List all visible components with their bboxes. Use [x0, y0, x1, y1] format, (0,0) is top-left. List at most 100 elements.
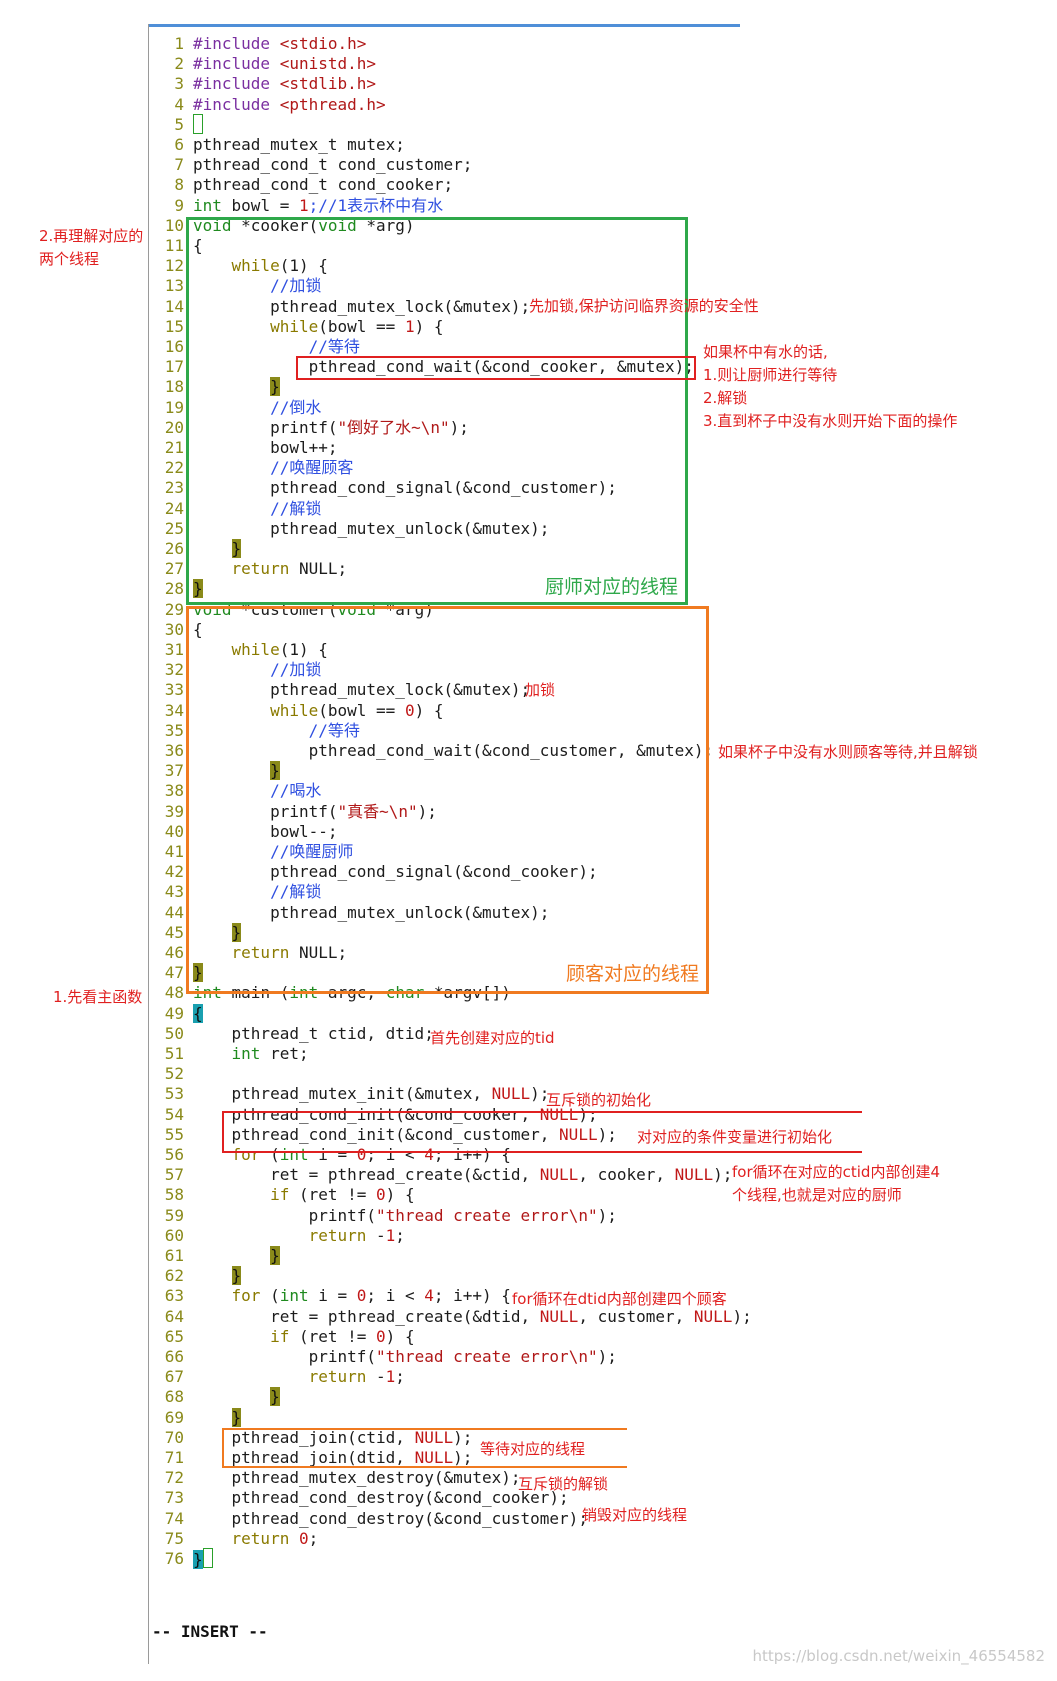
editor-left-border: [148, 24, 149, 1664]
code-text: ret = pthread_create(&ctid, NULL, cooker…: [193, 1164, 732, 1185]
code-token: if: [270, 1185, 290, 1205]
code-token: [193, 1185, 270, 1204]
code-text: if (ret != 0) {: [193, 1184, 415, 1205]
code-text: if (ret != 0) {: [193, 1326, 415, 1347]
code-token: 1: [385, 1367, 396, 1387]
line-number: 73: [164, 1488, 184, 1508]
code-token: ret;: [260, 1044, 309, 1063]
code-token: ) {: [385, 1326, 415, 1346]
line-number: 2: [174, 54, 184, 74]
code-token: while: [231, 256, 280, 276]
line-number: 23: [164, 478, 184, 498]
line-number: 24: [164, 498, 184, 518]
code-text: printf("thread create error\n");: [193, 1346, 617, 1367]
code-text: return NULL;: [193, 558, 348, 579]
code-text: }: [193, 1407, 242, 1428]
code-token: while: [231, 640, 280, 659]
line-number: 12: [164, 256, 184, 276]
code-text: //喝水: [193, 780, 321, 801]
code-token: ; i++) {: [433, 1286, 511, 1306]
code-token: //喝水: [193, 781, 322, 801]
code-text: //唤醒厨师: [193, 841, 353, 862]
note-customer-wait: 如果杯子中没有水则顾客等待,并且解锁: [718, 743, 978, 761]
note-cooker-wait-4: 3.直到杯子中没有水则开始下面的操作: [703, 412, 958, 430]
code-token: #include: [193, 34, 280, 53]
code-token: bowl++;: [193, 438, 338, 457]
line-number: 17: [164, 357, 184, 377]
line-number: 45: [164, 922, 184, 942]
line-number: 1: [174, 34, 184, 53]
code-text: {: [193, 1003, 203, 1024]
code-token: }: [231, 1407, 242, 1427]
code-token: [193, 1367, 309, 1386]
code-text: printf("thread create error\n");: [193, 1205, 617, 1226]
code-text: printf("真香~\n");: [193, 801, 437, 822]
line-number: 20: [164, 417, 184, 437]
line-number: 36: [164, 741, 184, 760]
code-text: pthread_cond_init(&cond_customer, NULL);: [193, 1124, 617, 1145]
code-token: pthread_t ctid, dtid;: [193, 1023, 434, 1043]
code-token: pthread_join(ctid,: [193, 1427, 415, 1447]
code-text: bowl++;: [193, 437, 338, 458]
cooker-thread-label: 厨师对应的线程: [545, 576, 679, 598]
code-text: #include <stdio.h>: [193, 33, 366, 54]
line-number: 40: [164, 821, 184, 841]
line-number: 18: [164, 377, 184, 397]
code-token: if: [270, 1326, 290, 1346]
note-for-cooker-2: 个线程,也就是对应的厨师: [732, 1186, 902, 1204]
code-token: void: [318, 215, 357, 235]
code-text: //解锁: [193, 881, 321, 902]
line-number: 33: [164, 680, 184, 700]
note-cooker-wait-3: 2.解锁: [703, 389, 748, 407]
code-text: pthread_join(dtid, NULL);: [193, 1447, 473, 1468]
code-text: return NULL;: [193, 942, 348, 963]
code-text: pthread_cond_t cond_customer;: [193, 154, 472, 175]
code-token: 0: [356, 1286, 367, 1306]
code-text: pthread_t ctid, dtid;: [193, 1023, 434, 1044]
code-token: //加锁: [193, 660, 322, 680]
code-token: (: [260, 1286, 280, 1306]
line-number: 19: [164, 397, 184, 417]
line-number: 56: [164, 1145, 184, 1164]
code-token: int: [279, 1286, 309, 1306]
code-token: pthread_mutex_lock(&mutex);: [193, 296, 531, 316]
code-text: pthread_cond_t cond_cooker;: [193, 174, 453, 195]
code-token: ) {: [385, 1185, 415, 1205]
code-token: 0: [356, 1145, 367, 1164]
code-token: (ret !=: [289, 1185, 377, 1205]
code-token: ) {: [414, 316, 444, 336]
line-number: 53: [164, 1084, 184, 1104]
code-token: printf(: [193, 417, 338, 437]
code-token: [193, 1529, 232, 1548]
code-text: pthread_cond_init(&cond_cooker, NULL);: [193, 1104, 598, 1125]
code-token: printf(: [193, 801, 338, 821]
code-token: ret = pthread_create(&ctid,: [193, 1165, 540, 1185]
code-token: "thread create error\n": [376, 1347, 598, 1366]
note-destroy: 销毁对应的线程: [582, 1506, 688, 1524]
code-token: 4: [424, 1286, 434, 1306]
code-token: (1) {: [279, 256, 328, 276]
code-token: for: [231, 1145, 261, 1164]
code-token: );: [732, 1306, 752, 1326]
code-text: ret = pthread_create(&dtid, NULL, custom…: [193, 1306, 752, 1327]
code-token: ; i <: [366, 1286, 425, 1306]
code-token: }: [193, 579, 203, 599]
code-text: }: [193, 1548, 213, 1570]
code-token: );: [597, 1124, 617, 1144]
code-text: pthread_cond_wait(&cond_cooker, &mutex);: [193, 356, 694, 377]
line-number: 62: [164, 1266, 184, 1286]
line-number: 15: [164, 316, 184, 336]
code-token: ) {: [414, 700, 444, 720]
line-number: 35: [164, 720, 184, 740]
code-token: printf(: [193, 1347, 377, 1366]
line-number: 27: [164, 559, 184, 579]
code-token: NULL: [674, 1165, 714, 1185]
line-number: 8: [174, 175, 184, 195]
code-token: int: [193, 195, 222, 215]
code-text: pthread_cond_signal(&cond_customer);: [193, 477, 617, 498]
code-token: //唤醒厨师: [193, 842, 354, 861]
vim-mode-indicator: -- INSERT --: [152, 1622, 268, 1641]
code-token: );: [453, 1448, 473, 1467]
line-number: 59: [164, 1205, 184, 1225]
line-number: 74: [164, 1508, 184, 1528]
